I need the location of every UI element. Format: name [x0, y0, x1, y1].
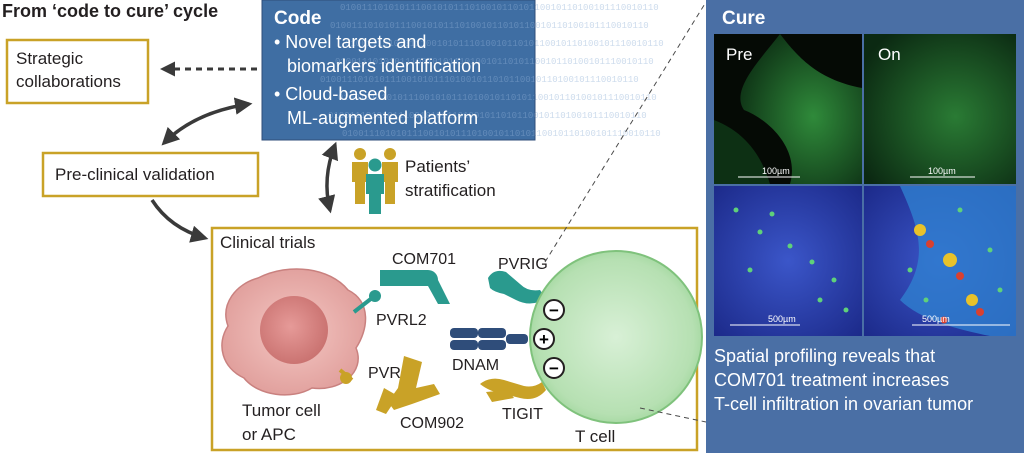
- svg-text:010011101010111001010111010010: 0100111010101110010101110100101101011001…: [335, 57, 654, 67]
- svg-text:010011101010111001010111010010: 0100111010101110010101110100101101011001…: [338, 93, 657, 103]
- cure-caption-line1: Spatial profiling reveals that: [714, 346, 935, 366]
- preclinical-validation-box: Pre-clinical validation: [41, 151, 260, 198]
- cure-panel: Cure Pre 100µm On 100µm 500µm: [706, 0, 1024, 453]
- diagram-title: From ‘code to cure’ cycle: [2, 1, 218, 21]
- binary-background: 0100111010101110010101110100101101011001…: [320, 3, 664, 139]
- dnam-receptor: [450, 328, 528, 350]
- svg-text:010011101010111001010111010010: 0100111010101110010101110100101101011001…: [320, 75, 639, 85]
- double-arrow-code-preclinical: [161, 97, 253, 146]
- code-bullet2-line2: ML-augmented platform: [287, 108, 478, 128]
- strategic-label-line1: Strategic: [16, 49, 84, 68]
- tumor-cell-label-line1: Tumor cell: [242, 401, 321, 420]
- com902-antibody: [376, 356, 440, 414]
- pvrig-label: PVRIG: [498, 256, 548, 273]
- svg-text:−: −: [549, 359, 559, 378]
- svg-text:100µm: 100µm: [928, 166, 956, 176]
- pvrl2-ligand: [352, 290, 381, 314]
- code-panel: 0100111010101110010101110100101101011001…: [261, 0, 664, 141]
- heatmap-image-on: 500µm: [864, 186, 1016, 336]
- cure-caption-line3: T-cell infiltration in ovarian tumor: [714, 394, 973, 414]
- clinical-trials-label: Clinical trials: [220, 233, 315, 252]
- zoom-line-bottom: [639, 407, 707, 423]
- arrow-preclinical-to-clinical: [150, 199, 209, 243]
- code-bullet1-line1: • Novel targets and: [274, 32, 426, 52]
- pvr-label: PVR: [368, 365, 401, 382]
- code-title: Code: [274, 8, 322, 29]
- svg-text:100µm: 100µm: [762, 166, 790, 176]
- svg-text:−: −: [549, 301, 559, 320]
- zoom-line-top: [544, 1, 707, 263]
- com701-label: COM701: [392, 251, 456, 268]
- tigit-label: TIGIT: [502, 406, 543, 423]
- t-cell: [529, 250, 703, 424]
- label-on: On: [878, 45, 901, 64]
- pvrl2-label: PVRL2: [376, 312, 427, 329]
- fluorescence-image-on: On 100µm: [864, 34, 1016, 184]
- code-bullet1-line2: biomarkers identification: [287, 56, 481, 76]
- com701-antibody: [380, 270, 450, 304]
- svg-text:010011101010111001010111010010: 0100111010101110010101110100101101011001…: [330, 21, 649, 31]
- plus-signal: +: [533, 328, 555, 350]
- svg-text:500µm: 500µm: [922, 314, 950, 324]
- pvrig-receptor: [488, 270, 546, 304]
- t-cell-label: T cell: [575, 427, 615, 446]
- strategic-collaborations-box: Strategic collaborations: [5, 38, 150, 105]
- minus-signal-bottom: −: [543, 357, 565, 379]
- fluorescence-image-pre: Pre 100µm: [714, 34, 862, 184]
- cure-title: Cure: [722, 8, 765, 29]
- svg-text:500µm: 500µm: [768, 314, 796, 324]
- minus-signal-top: −: [543, 299, 565, 321]
- stratification-line1: Patients’: [405, 157, 470, 176]
- tigit-receptor: [480, 378, 546, 402]
- svg-text:010011101010111001010111010010: 0100111010101110010101110100101101011001…: [328, 111, 647, 121]
- patients-icon: [352, 148, 398, 214]
- stratification-line2: stratification: [405, 181, 496, 200]
- heatmap-image-pre: 500µm: [714, 186, 862, 336]
- svg-text:010011101010111001010111010010: 0100111010101110010101110100101101011001…: [340, 3, 659, 13]
- svg-text:010011101010111001010111010010: 0100111010101110010101110100101101011001…: [342, 129, 661, 139]
- svg-text:+: +: [539, 330, 549, 349]
- svg-text:010011101010111001010111010010: 0100111010101110010101110100101101011001…: [345, 39, 664, 49]
- com902-label: COM902: [400, 415, 464, 432]
- preclinical-label: Pre-clinical validation: [55, 165, 215, 184]
- strategic-label-line2: collaborations: [16, 72, 121, 91]
- tumor-nucleus: [260, 296, 328, 364]
- double-arrow-code-clinical: [318, 141, 339, 214]
- label-pre: Pre: [726, 45, 752, 64]
- dnam-label: DNAM: [452, 357, 499, 374]
- tumor-cell-label-line2: or APC: [242, 425, 296, 444]
- code-bullet2-line1: • Cloud-based: [274, 84, 387, 104]
- pvr-ligand: [338, 368, 354, 384]
- tumor-cell: [221, 268, 367, 396]
- cure-caption-line2: COM701 treatment increases: [714, 370, 949, 390]
